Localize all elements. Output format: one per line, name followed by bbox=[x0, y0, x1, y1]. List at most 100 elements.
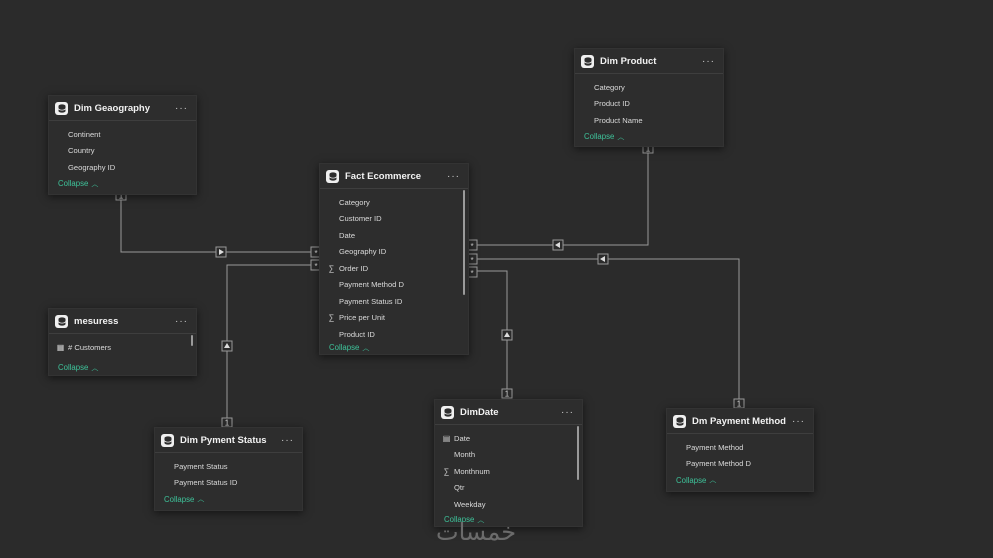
table-title: Fact Ecommerce bbox=[345, 170, 422, 182]
more-options-icon[interactable]: ··· bbox=[447, 170, 460, 182]
table-header[interactable]: DimDate ··· bbox=[435, 400, 582, 425]
filter-direction-up-icon bbox=[501, 329, 513, 341]
collapse-button[interactable]: Collapse︿ bbox=[676, 475, 717, 485]
chevron-up-icon: ︿ bbox=[617, 133, 625, 141]
chevron-up-icon: ︿ bbox=[91, 364, 99, 372]
table-title: Dim Geaography bbox=[74, 102, 151, 114]
field-payment-method-d[interactable]: Payment Method D bbox=[686, 459, 751, 469]
field-category[interactable]: Category bbox=[339, 197, 370, 207]
table-card-mesuress[interactable]: mesuress ··· ▦# Customers Collapse︿ bbox=[48, 308, 197, 376]
field-product-name[interactable]: Product Name bbox=[594, 115, 643, 125]
cardinality-many: * bbox=[470, 269, 473, 278]
scrollbar[interactable] bbox=[191, 335, 193, 346]
field-customer-id[interactable]: Customer ID bbox=[339, 214, 382, 224]
field-geography-id[interactable]: Geography ID bbox=[68, 162, 116, 172]
filter-direction-up-icon bbox=[221, 340, 233, 352]
chevron-up-icon: ︿ bbox=[197, 496, 205, 503]
more-options-icon[interactable]: ··· bbox=[175, 315, 188, 327]
table-header[interactable]: Fact Ecommerce ··· bbox=[320, 164, 468, 189]
relationship-date-fact bbox=[467, 270, 508, 398]
field-qtr[interactable]: Qtr bbox=[454, 483, 465, 493]
field-payment-method-d[interactable]: Payment Method D bbox=[339, 280, 404, 290]
cardinality-many: * bbox=[470, 256, 473, 265]
scrollbar[interactable] bbox=[577, 426, 579, 480]
cardinality-many: * bbox=[314, 262, 317, 271]
table-card-dim-payment-status[interactable]: Dim Pyment Status ··· Payment Status Pay… bbox=[154, 427, 303, 511]
table-icon bbox=[161, 433, 174, 447]
chevron-up-icon: ︿ bbox=[91, 180, 99, 188]
more-options-icon[interactable]: ··· bbox=[175, 102, 188, 114]
sigma-icon: ∑ bbox=[328, 263, 335, 273]
field-date[interactable]: Date bbox=[339, 230, 356, 240]
cardinality-one: 1 bbox=[505, 390, 510, 399]
table-title: Dim Product bbox=[600, 55, 657, 67]
field-country[interactable]: Country bbox=[68, 146, 95, 156]
collapse-button[interactable]: Collapse︿ bbox=[329, 343, 370, 352]
table-title: Dm Payment Method bbox=[692, 415, 786, 427]
chevron-up-icon: ︿ bbox=[709, 477, 717, 484]
relationship-paymentstatus-fact bbox=[226, 264, 319, 418]
filter-direction-left-icon bbox=[552, 239, 564, 251]
table-title: Dim Pyment Status bbox=[180, 434, 267, 446]
chevron-up-icon: ︿ bbox=[477, 516, 485, 524]
field-month[interactable]: Month bbox=[454, 450, 476, 460]
table-card-fact-ecommerce[interactable]: Fact Ecommerce ··· Category Customer ID … bbox=[319, 163, 469, 355]
field-geography-id[interactable]: Geography ID bbox=[339, 247, 387, 257]
field-category[interactable]: Category bbox=[594, 82, 625, 92]
field-price-per-unit[interactable]: ∑Price per Unit bbox=[328, 313, 386, 323]
table-title: mesuress bbox=[74, 315, 119, 327]
collapse-button[interactable]: Collapse︿ bbox=[444, 515, 485, 524]
table-icon bbox=[55, 314, 68, 328]
table-header[interactable]: Dm Payment Method ··· bbox=[667, 409, 813, 434]
collapse-button[interactable]: Collapse︿ bbox=[164, 494, 205, 504]
cardinality-one: 1 bbox=[737, 400, 742, 409]
field-product-id[interactable]: Product ID bbox=[594, 99, 630, 109]
table-icon bbox=[581, 54, 594, 68]
collapse-button[interactable]: Collapse︿ bbox=[58, 363, 99, 372]
table-icon bbox=[55, 101, 68, 115]
field-payment-status[interactable]: Payment Status bbox=[174, 461, 228, 471]
table-header[interactable]: Dim Pyment Status ··· bbox=[155, 428, 302, 453]
field-date[interactable]: ▤Date bbox=[442, 433, 471, 443]
collapse-button[interactable]: Collapse︿ bbox=[58, 179, 99, 188]
table-icon bbox=[441, 405, 454, 419]
cardinality-many: * bbox=[470, 242, 473, 251]
table-card-dim-product[interactable]: Dim Product ··· Category Product ID Prod… bbox=[574, 48, 724, 147]
table-header[interactable]: Dim Product ··· bbox=[575, 49, 723, 74]
relationship-product-fact bbox=[467, 145, 649, 246]
cardinality-one: 1 bbox=[119, 192, 124, 201]
cardinality-many: * bbox=[314, 249, 317, 258]
table-card-dim-payment-method[interactable]: Dm Payment Method ··· Payment Method Pay… bbox=[666, 408, 814, 492]
cardinality-one: 1 bbox=[646, 145, 651, 154]
calendar-icon: ▤ bbox=[442, 433, 451, 443]
table-header[interactable]: Dim Geaography ··· bbox=[49, 96, 196, 121]
field-monthnum[interactable]: ∑Monthnum bbox=[443, 466, 490, 476]
more-options-icon[interactable]: ··· bbox=[561, 406, 574, 418]
field-payment-status-id[interactable]: Payment Status ID bbox=[174, 478, 238, 488]
table-header[interactable]: mesuress ··· bbox=[49, 309, 196, 334]
table-icon bbox=[673, 414, 686, 428]
table-card-dim-geography[interactable]: Dim Geaography ··· Continent Country Geo… bbox=[48, 95, 197, 195]
field-order-id[interactable]: ∑Order ID bbox=[328, 263, 369, 273]
field-weekday[interactable]: Weekday bbox=[454, 499, 486, 509]
watermark-logo: خمسات bbox=[436, 518, 517, 546]
scrollbar[interactable] bbox=[463, 190, 465, 295]
more-options-icon[interactable]: ··· bbox=[281, 434, 294, 446]
sigma-icon: ∑ bbox=[443, 466, 450, 476]
field-product-id[interactable]: Product ID bbox=[339, 329, 375, 339]
measure-customers[interactable]: ▦# Customers bbox=[56, 342, 112, 352]
collapse-button[interactable]: Collapse︿ bbox=[584, 132, 625, 141]
filter-direction-right-icon bbox=[215, 246, 227, 258]
table-card-dim-date[interactable]: DimDate ··· ▤Date Month ∑Monthnum Qtr We… bbox=[434, 399, 583, 527]
table-icon bbox=[326, 169, 339, 183]
more-options-icon[interactable]: ··· bbox=[792, 415, 805, 427]
field-payment-method[interactable]: Payment Method bbox=[686, 442, 744, 452]
field-payment-status-id[interactable]: Payment Status ID bbox=[339, 296, 403, 306]
field-continent[interactable]: Continent bbox=[68, 129, 101, 139]
more-options-icon[interactable]: ··· bbox=[702, 55, 715, 67]
calculator-icon: ▦ bbox=[56, 342, 65, 352]
relationship-paymentmethod-fact bbox=[467, 258, 740, 408]
table-title: DimDate bbox=[460, 406, 499, 418]
